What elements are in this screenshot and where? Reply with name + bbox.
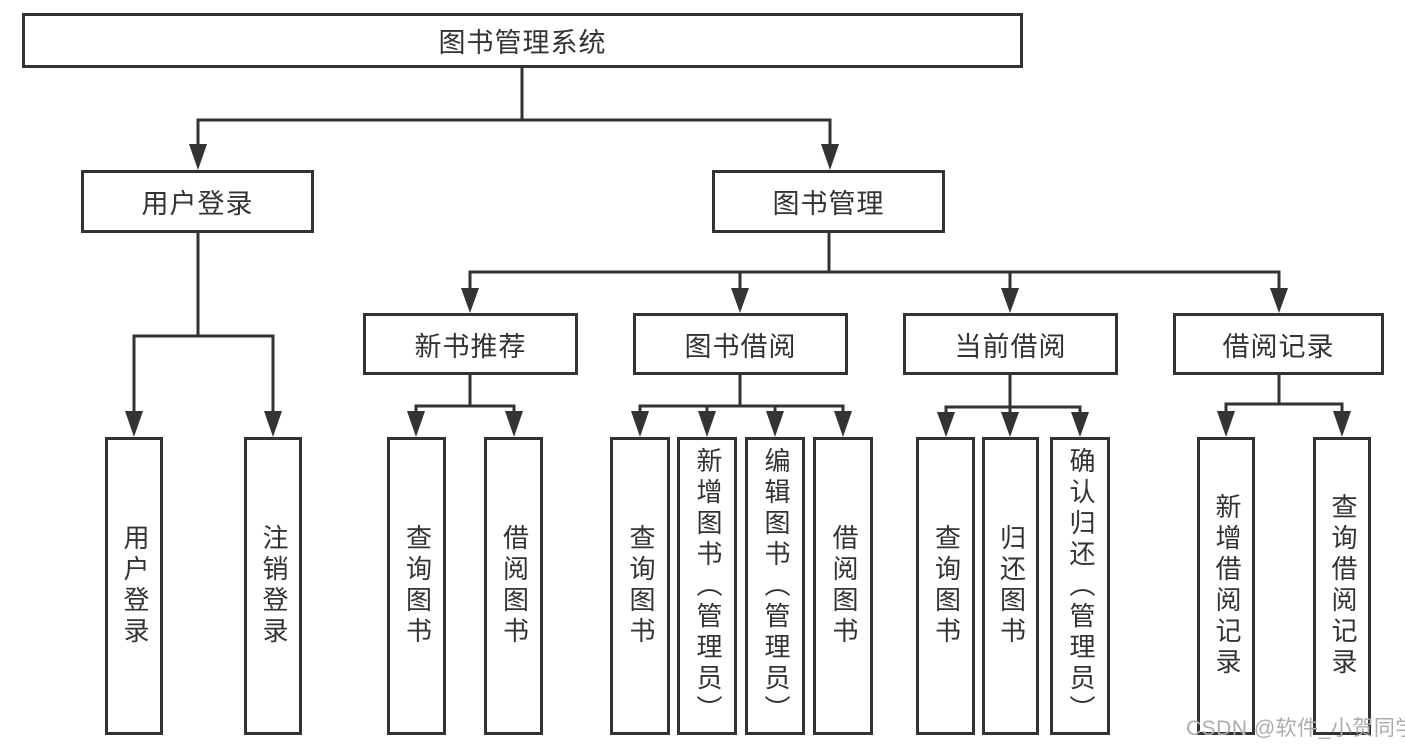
leaf-cb-return-books-label: 归还图书 xyxy=(996,524,1027,648)
node-current-borrow-label: 当前借阅 xyxy=(954,331,1067,362)
leaf-bb-edit-books-admin-label: 编辑图书（管理员） xyxy=(760,446,791,726)
node-current-borrow: 当前借阅 xyxy=(903,313,1118,375)
leaf-bb-borrow-books-label: 借阅图书 xyxy=(828,524,859,648)
node-user-login-label: 用户登录 xyxy=(141,189,254,219)
node-borrow-records-label: 借阅记录 xyxy=(1222,331,1335,362)
leaf-cb-return-books: 归还图书 xyxy=(982,437,1039,735)
leaf-br-add-record-label: 新增借阅记录 xyxy=(1211,493,1242,679)
node-new-book-recommend: 新书推荐 xyxy=(363,313,578,375)
leaf-br-add-record: 新增借阅记录 xyxy=(1197,437,1255,735)
leaf-bb-add-books-admin-label: 新增图书（管理员） xyxy=(692,446,723,726)
node-new-book-recommend-label: 新书推荐 xyxy=(414,331,527,362)
leaf-br-query-record: 查询借阅记录 xyxy=(1313,437,1371,735)
leaf-nb-borrow-books: 借阅图书 xyxy=(484,437,543,735)
leaf-user-login-label: 用户登录 xyxy=(119,524,150,648)
leaf-nb-borrow-books-label: 借阅图书 xyxy=(499,524,530,648)
leaf-cb-query-books-label: 查询图书 xyxy=(931,524,962,648)
csdn-watermark: CSDN @软件_小贺同学 xyxy=(1186,717,1405,740)
node-borrow-records: 借阅记录 xyxy=(1173,313,1384,375)
leaf-logout: 注销登录 xyxy=(244,437,302,735)
leaf-user-login: 用户登录 xyxy=(105,437,163,735)
node-user-login: 用户登录 xyxy=(81,170,314,233)
leaf-bb-query-books: 查询图书 xyxy=(610,437,670,735)
leaf-logout-label: 注销登录 xyxy=(258,524,289,648)
node-root-system: 图书管理系统 xyxy=(22,13,1023,68)
leaf-bb-query-books-label: 查询图书 xyxy=(625,524,656,648)
node-book-borrow-label: 图书借阅 xyxy=(684,331,797,362)
leaf-nb-query-books-label: 查询图书 xyxy=(402,524,433,648)
node-book-borrow: 图书借阅 xyxy=(633,313,848,375)
arrowhead-icons xyxy=(125,144,1351,437)
leaf-bb-add-books-admin: 新增图书（管理员） xyxy=(677,437,737,735)
leaf-cb-confirm-return-admin: 确认归还（管理员） xyxy=(1050,437,1110,735)
leaf-bb-borrow-books: 借阅图书 xyxy=(813,437,873,735)
leaf-cb-confirm-return-admin-label: 确认归还（管理员） xyxy=(1065,446,1096,726)
node-root-system-label: 图书管理系统 xyxy=(438,28,607,58)
leaf-cb-query-books: 查询图书 xyxy=(916,437,975,735)
leaf-bb-edit-books-admin: 编辑图书（管理员） xyxy=(745,437,805,735)
node-book-management: 图书管理 xyxy=(712,170,945,233)
leaf-nb-query-books: 查询图书 xyxy=(387,437,446,735)
node-book-management-label: 图书管理 xyxy=(772,189,885,219)
leaf-br-query-record-label: 查询借阅记录 xyxy=(1327,493,1358,679)
